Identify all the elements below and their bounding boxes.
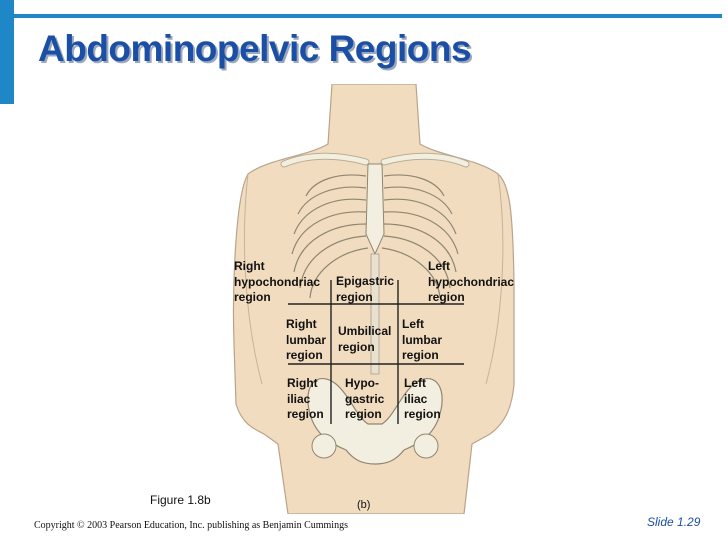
ribs-left (291, 174, 369, 299)
label-hypogastric: Hypo- gastric region (345, 376, 385, 421)
label-right-iliac: Right iliac region (287, 376, 324, 421)
label-left-lumbar: Left lumbar region (402, 317, 443, 362)
slide-title: Abdominopelvic Regions (38, 28, 472, 69)
copyright-notice: Copyright © 2003 Pearson Education, Inc.… (34, 520, 348, 531)
label-left-hypochondriac: Left hypochondriac region (428, 259, 515, 304)
label-epigastric: Epigastric region (336, 274, 395, 304)
label-right-hypochondriac: Right hypochondriac region (234, 259, 321, 304)
right-arm-line (485, 173, 504, 385)
slide-number: Slide 1.29 (647, 515, 701, 529)
femur-head-right (413, 433, 439, 459)
region-grid (288, 280, 464, 424)
clavicle-right-fill (381, 153, 469, 167)
spine (370, 253, 380, 375)
pelvis (307, 378, 443, 465)
sternum (365, 163, 385, 256)
header-rule (0, 14, 722, 18)
left-arm-line (244, 173, 263, 385)
femur-head-left (311, 433, 337, 459)
label-right-lumbar: Right lumbar region (286, 317, 327, 362)
label-umbilical: Umbilical region (338, 324, 392, 354)
accent-bar (0, 0, 14, 104)
clavicle-left-fill (281, 153, 369, 167)
ribs-right (381, 174, 459, 299)
label-left-iliac: Left iliac region (404, 376, 441, 421)
torso-illustration (232, 84, 515, 514)
panel-label: (b) (357, 499, 371, 511)
figure-label: Figure 1.8b (150, 493, 211, 507)
